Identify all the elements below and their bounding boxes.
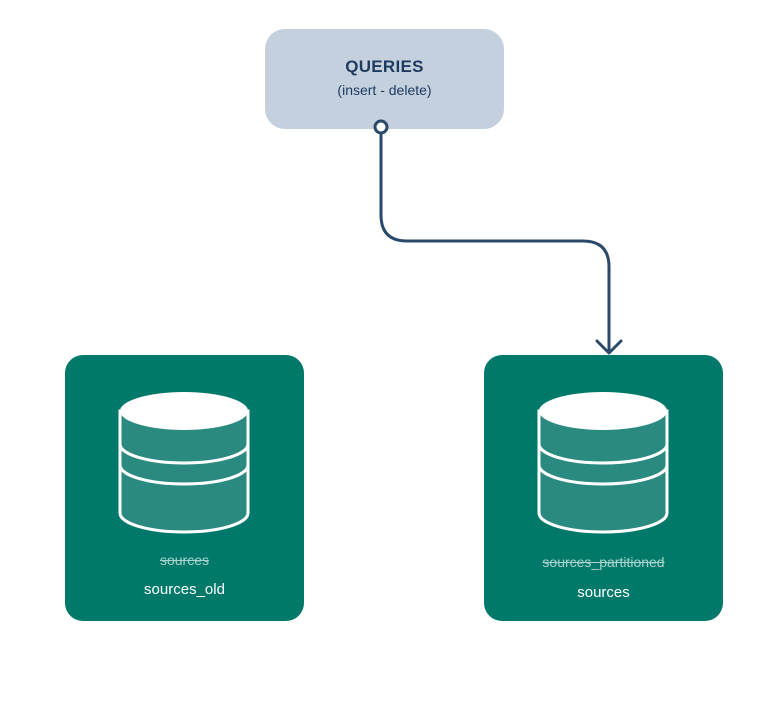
database-icon — [118, 392, 250, 534]
previous-table-name: sources — [159, 552, 210, 568]
current-table-name: sources_old — [144, 581, 225, 598]
queries-node: QUERIES (insert - delete) — [265, 29, 504, 129]
queries-title: QUERIES — [345, 57, 424, 76]
database-icon — [537, 392, 669, 534]
connector-arrowhead — [595, 339, 623, 355]
table-card-sources: sources_partitioned sources — [484, 355, 723, 621]
previous-table-name: sources_partitioned — [542, 554, 665, 570]
queries-subtitle: (insert - delete) — [337, 82, 432, 98]
connector-line — [379, 131, 611, 354]
current-table-name: sources — [577, 584, 630, 601]
table-card-sources-old: sources sources_old — [65, 355, 304, 621]
